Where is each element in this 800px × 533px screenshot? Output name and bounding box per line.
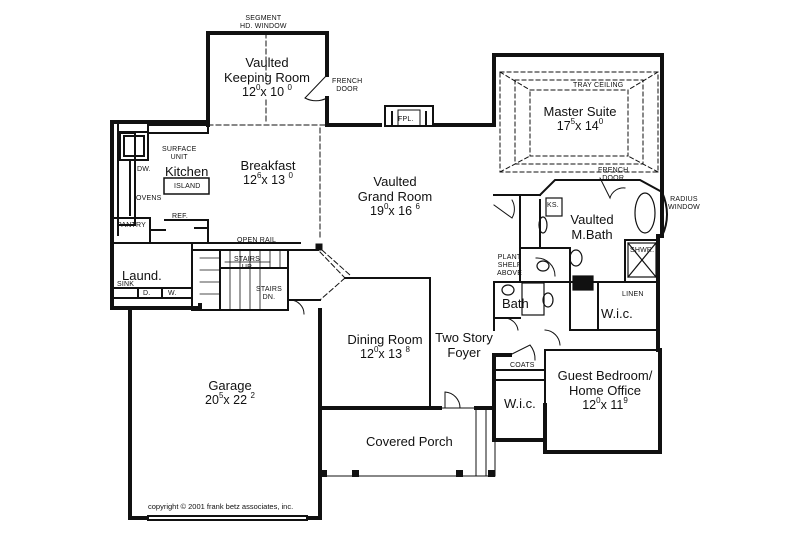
note-line: SEGMENT (245, 15, 282, 22)
sink-note: SINK (117, 281, 135, 288)
bath-label: Bath (502, 296, 529, 311)
dw-note: DW. (137, 166, 151, 173)
room-name: Home Office (568, 383, 641, 398)
room-name: Guest Bedroom/ (557, 368, 653, 383)
pantry-note: PANTRY (117, 222, 146, 229)
wic-label-master: W.i.c. (601, 306, 633, 321)
foyer-label: Two Story Foyer (435, 330, 493, 360)
wic-label-guest: W.i.c. (504, 396, 536, 411)
covered-porch-label: Covered Porch (366, 434, 453, 449)
master-bath-label: Vaulted M.Bath (570, 212, 614, 242)
note-line: HD. WINDOW (240, 23, 287, 31)
room-dimension: 205x 22 2 (205, 391, 255, 407)
porch (319, 407, 496, 477)
island-note: ISLAND (174, 183, 201, 190)
interior-walls (111, 121, 664, 409)
guest-bedroom-label: Guest Bedroom/ Home Office 120x 119 (550, 368, 660, 412)
kitchen-label: Kitchen (165, 164, 209, 179)
breakfast-label: Breakfast 126x 13 0 (228, 158, 308, 187)
linen-note: LINEN (622, 291, 644, 298)
segment-window-note: SEGMENT HD. WINDOW (240, 15, 287, 31)
room-name: Master Suite (543, 104, 617, 119)
master-suite-label: Master Suite 175x 140 (530, 104, 630, 133)
room-name: Garage (208, 378, 252, 393)
tray-ceiling-note: TRAY CEILING (573, 82, 624, 89)
fireplace-icon (384, 105, 434, 127)
keeping-room-label: Vaulted Keeping Room 120x 10 0 (222, 55, 312, 99)
dashed-divisions (207, 124, 431, 301)
room-dimension: 175x 140 (556, 117, 604, 133)
dryer-note: D. (143, 290, 151, 297)
room-name: Vaulted (245, 55, 289, 70)
room-dimension: 120x 119 (582, 396, 628, 412)
shower-note: SHWR. (630, 247, 655, 254)
room-name: Grand Room (357, 189, 433, 204)
room-name: Breakfast (240, 158, 296, 173)
fpl-label: FPL. (398, 116, 414, 123)
dining-room-label: Dining Room 120x 13 8 (340, 332, 430, 361)
room-dimension: 120x 10 0 (242, 83, 292, 99)
room-name: Keeping Room (224, 70, 310, 85)
washer-note: W. (168, 290, 177, 297)
column (315, 243, 323, 251)
room-dimension: 126x 13 0 (243, 171, 293, 187)
bath-fixtures (501, 192, 657, 316)
room-name: Dining Room (347, 332, 423, 347)
ref-note: REF. (172, 213, 188, 220)
tray-ceiling (499, 71, 659, 173)
garage-label: Garage 205x 22 2 (190, 378, 270, 407)
ovens-note: OVENS (136, 195, 162, 202)
ks-note: KS. (547, 202, 559, 209)
radius-window (660, 190, 668, 238)
room-dimension: 190x 16 6 (370, 202, 420, 218)
porch-columns (320, 470, 495, 477)
room-dimension: 120x 13 8 (360, 345, 410, 361)
stairs-treads (199, 249, 281, 311)
open-rail-note: OPEN RAIL (237, 237, 277, 244)
coats-note: COATS (510, 362, 535, 369)
doors (289, 74, 626, 409)
grand-room-label: Vaulted Grand Room 190x 16 6 (350, 174, 440, 218)
laundry-label: Laund. (122, 268, 162, 283)
copyright-note: copyright © 2001 frank betz associates, … (148, 502, 294, 511)
room-name: Vaulted (373, 174, 417, 189)
